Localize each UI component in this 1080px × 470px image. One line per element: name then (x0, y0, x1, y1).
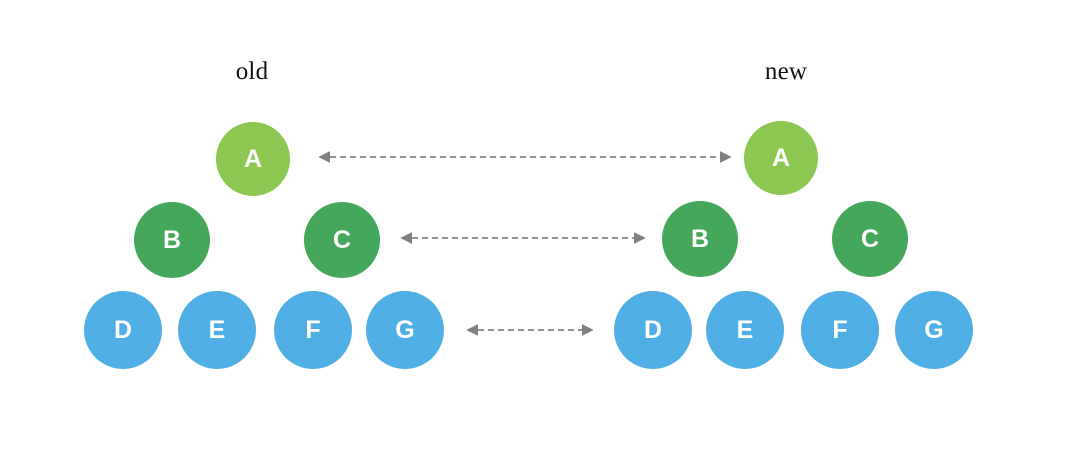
arrow-level-2 (466, 324, 594, 336)
node-new-f[interactable]: F (801, 291, 879, 369)
arrow-level-0 (318, 151, 732, 163)
node-new-c[interactable]: C (832, 201, 908, 277)
node-old-c[interactable]: C (304, 202, 380, 278)
node-new-g[interactable]: G (895, 291, 973, 369)
node-old-f[interactable]: F (274, 291, 352, 369)
node-new-b[interactable]: B (662, 201, 738, 277)
node-old-b[interactable]: B (134, 202, 210, 278)
node-old-d[interactable]: D (84, 291, 162, 369)
node-old-e[interactable]: E (178, 291, 256, 369)
group-caption-old: old (235, 58, 269, 85)
group-caption-new: new (764, 58, 808, 85)
node-new-d[interactable]: D (614, 291, 692, 369)
node-new-e[interactable]: E (706, 291, 784, 369)
node-old-a[interactable]: A (216, 122, 290, 196)
arrow-level-1 (400, 232, 646, 244)
node-new-a[interactable]: A (744, 121, 818, 195)
node-old-g[interactable]: G (366, 291, 444, 369)
